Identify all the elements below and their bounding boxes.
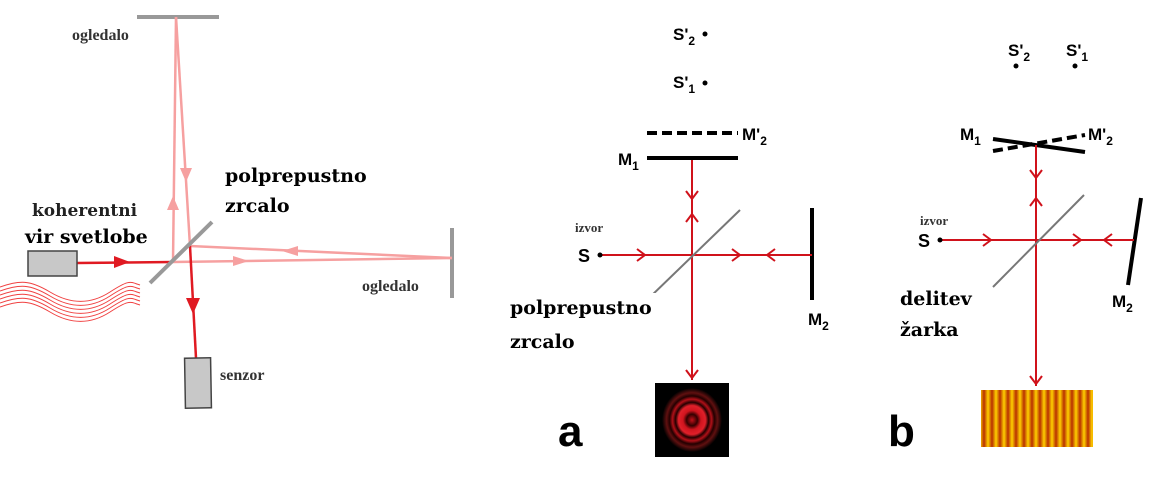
mirror-m1	[992, 137, 1086, 154]
virtual-source-s1-dot	[1072, 63, 1078, 69]
fringe-rings	[662, 388, 722, 452]
arrowheads-a	[636, 190, 776, 380]
arrowheads-b	[982, 169, 1113, 386]
splitter-label-1: delitev	[900, 288, 973, 310]
splitter-label-1: polprepustno	[510, 297, 652, 319]
virtual-source-s1-label: S'1	[1066, 41, 1088, 64]
virtual-source-s2-label: S'2	[1008, 41, 1030, 64]
virtual-source-s1-dot	[702, 80, 708, 86]
splitter-label-2: zrcalo	[225, 195, 290, 217]
beam-splitter	[148, 220, 214, 285]
mirror-top-label: ogledalo	[72, 27, 129, 44]
splitter-label-2: žarka	[900, 319, 959, 341]
source-caption: izvor	[920, 213, 948, 228]
beam-splitter	[647, 209, 741, 300]
source-s-label: S	[578, 246, 590, 266]
mirror-m2	[1126, 197, 1143, 286]
left-michelson-setup: ogledalo ogledalo senzor koherentni vir …	[0, 15, 454, 409]
splitter-label-1: polprepustno	[225, 165, 367, 187]
arrow-left-icon	[282, 246, 298, 256]
virtual-source-s2-dot	[1013, 63, 1019, 69]
linear-fringe-pattern	[981, 390, 1093, 447]
panel-letter-b: b	[888, 407, 915, 456]
label-background	[503, 293, 681, 353]
light-beams	[171, 16, 453, 264]
source-label-2: vir svetlobe	[24, 226, 148, 248]
m2-prime-label: M'2	[742, 125, 767, 148]
sensor-box	[183, 357, 213, 409]
beams-a	[600, 160, 812, 380]
virtual-source-s1-label: S'1	[673, 73, 695, 96]
virtual-mirror-m2	[992, 133, 1086, 153]
arrow-right-icon	[233, 256, 249, 266]
virtual-source-s2-dot	[702, 31, 708, 37]
arrow-down-icon	[180, 168, 192, 182]
source-dot	[937, 237, 943, 243]
arrow-down-icon	[186, 298, 200, 314]
m2-prime-label: M'2	[1088, 125, 1113, 148]
source-dot	[597, 252, 603, 258]
sensor-label: senzor	[220, 367, 264, 384]
source-s-label: S	[918, 231, 930, 251]
m2-label: M2	[1112, 292, 1133, 315]
arrow-right-icon	[114, 256, 130, 268]
m1-label: M1	[618, 150, 639, 173]
m2-label: M2	[808, 310, 829, 333]
source-caption: izvor	[575, 220, 603, 235]
panel-a-parallel-mirrors: S'2 S'1 M'2 M1 M2 S izvor polprepustno z…	[503, 25, 829, 457]
light-source-box	[27, 250, 78, 277]
splitter-label-2: zrcalo	[510, 331, 575, 353]
beam-splitter	[992, 194, 1085, 288]
arrow-up-icon	[167, 196, 179, 210]
mirror-right-label: ogledalo	[362, 278, 419, 295]
virtual-source-s2-label: S'2	[673, 25, 695, 48]
beams-b	[940, 145, 1134, 386]
source-label-1: koherentni	[32, 201, 138, 221]
wave-icon	[0, 281, 141, 322]
panel-b-tilted-mirrors: S'2 S'1 M1 M'2 M2 S izvor delitev žarka …	[888, 41, 1143, 456]
m1-label: M1	[960, 125, 981, 148]
panel-letter-a: a	[558, 407, 583, 456]
